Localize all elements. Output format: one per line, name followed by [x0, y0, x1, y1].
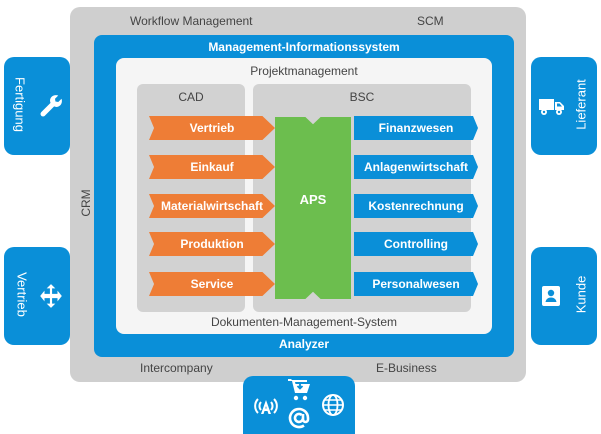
left-item-produktion: Produktion [149, 232, 275, 256]
bsc-label: BSC [349, 90, 375, 104]
at-sign-icon [288, 407, 310, 429]
lieferant-label: Lieferant [573, 79, 589, 130]
aps-label: APS [299, 192, 327, 207]
left-item-einkauf: Einkauf [149, 155, 275, 179]
fertigung-label: Fertigung [12, 77, 28, 132]
left-item-materialwirtschaft: Materialwirtschaft [149, 194, 275, 218]
analyzer-label: Analyzer [278, 337, 330, 351]
right-item-kostenrechnung: Kostenrechnung [354, 194, 478, 218]
aps-block [275, 117, 351, 299]
dms-label: Dokumenten-Management-System [210, 315, 398, 329]
wrench-icon [40, 95, 62, 117]
antenna-icon [254, 398, 278, 414]
crm-label: CRM [79, 189, 93, 217]
right-item-finanzwesen: Finanzwesen [354, 116, 478, 140]
left-item-vertrieb: Vertrieb [149, 116, 275, 140]
cad-label: CAD [178, 90, 204, 104]
workflow-management-label: Workflow Management [130, 14, 253, 28]
left-item-service: Service [149, 272, 275, 296]
vertrieb-side-label: Vertrieb [14, 272, 30, 317]
globe-icon [322, 394, 344, 416]
right-item-anlagenwirtschaft: Anlagenwirtschaft [354, 155, 478, 179]
intercompany-label: Intercompany [140, 361, 213, 375]
kunde-label: Kunde [573, 275, 589, 314]
kunde-tab: Kunde [531, 247, 597, 345]
right-item-personalwesen: Personalwesen [354, 272, 478, 296]
cart-icon [288, 379, 310, 401]
projektmanagement-label: Projektmanagement [250, 64, 358, 78]
fertigung-tab: Fertigung [4, 57, 70, 155]
ebusiness-tab [243, 376, 355, 434]
vertrieb-tab: Vertrieb [4, 247, 70, 345]
scm-label: SCM [417, 14, 444, 28]
e-business-label: E-Business [376, 361, 437, 375]
lieferant-tab: Lieferant [531, 57, 597, 155]
contact-card-icon [542, 286, 560, 306]
truck-icon [539, 99, 564, 115]
move-arrows-icon [40, 284, 62, 308]
mis-title: Management-Informationssystem [208, 40, 400, 54]
right-item-controlling: Controlling [354, 232, 478, 256]
